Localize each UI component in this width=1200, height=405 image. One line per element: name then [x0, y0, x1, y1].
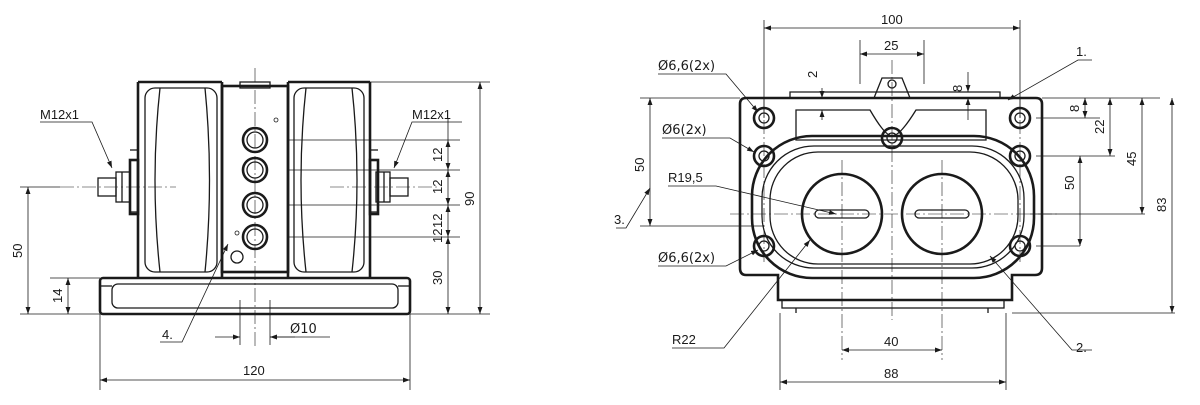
- thread-label-left: M12x1: [40, 107, 79, 122]
- callout-1: 1.: [1076, 44, 1087, 59]
- height-dim-30: 30: [430, 271, 445, 285]
- dim-83: 83: [1154, 198, 1169, 212]
- dim-50-right: 50: [1062, 176, 1077, 190]
- housing-left-half: [130, 80, 224, 278]
- center-block: [220, 81, 290, 274]
- dim-45: 45: [1124, 152, 1139, 166]
- front-view: M12x1 M12x1 12 12 12 12 30 90 50 14 Ø10 …: [10, 68, 490, 390]
- dim-8-top: 8: [950, 85, 965, 92]
- dim-50-left: 50: [632, 158, 647, 172]
- pitch-dim-2: 12: [430, 180, 445, 194]
- width-dim-120: 120: [243, 363, 265, 378]
- dim-8-side: 8: [1067, 105, 1082, 112]
- radius-22: R22: [672, 332, 696, 347]
- width-dim-40: 40: [884, 334, 898, 349]
- top-view: 100 25 Ø6,6(2x) Ø6(2x) Ø6,6(2x) 2 8 8 22…: [614, 12, 1175, 390]
- plunger-stack: [230, 117, 279, 264]
- pitch-dim-1: 12: [430, 148, 445, 162]
- radius-19-5: R19,5: [668, 170, 703, 185]
- housing-right-half: [286, 80, 378, 278]
- dim-2: 2: [805, 71, 820, 78]
- dimension-lines-top: [647, 25, 1175, 385]
- actuator-body: [750, 109, 1036, 280]
- thread-label-right: M12x1: [412, 107, 451, 122]
- mounting-plate: [738, 91, 1044, 313]
- pitch-dim-4: 12: [430, 229, 445, 243]
- dimension-lines-front: [25, 82, 483, 383]
- width-dim-88: 88: [884, 366, 898, 381]
- width-dim-100: 100: [881, 12, 903, 27]
- callout-2: 2.: [1076, 340, 1087, 355]
- hole-label-top: Ø6,6(2x): [658, 59, 715, 74]
- leaders-front: [40, 121, 462, 343]
- base-dim-14: 14: [50, 289, 65, 303]
- callout-4: 4.: [162, 327, 173, 342]
- pitch-dim-3: 12: [430, 214, 445, 228]
- height-dim-90: 90: [462, 192, 477, 206]
- hole-label-middle: Ø6(2x): [662, 123, 707, 138]
- dim-22: 22: [1092, 120, 1107, 134]
- leaders-top: [616, 59, 1092, 351]
- bore-dim: Ø10: [290, 322, 317, 337]
- callout-3: 3.: [614, 212, 625, 227]
- extension-lines-top: [640, 20, 1175, 390]
- width-dim-25: 25: [884, 38, 898, 53]
- height-dim-50: 50: [10, 244, 25, 258]
- hole-label-bottom: Ø6,6(2x): [658, 251, 715, 266]
